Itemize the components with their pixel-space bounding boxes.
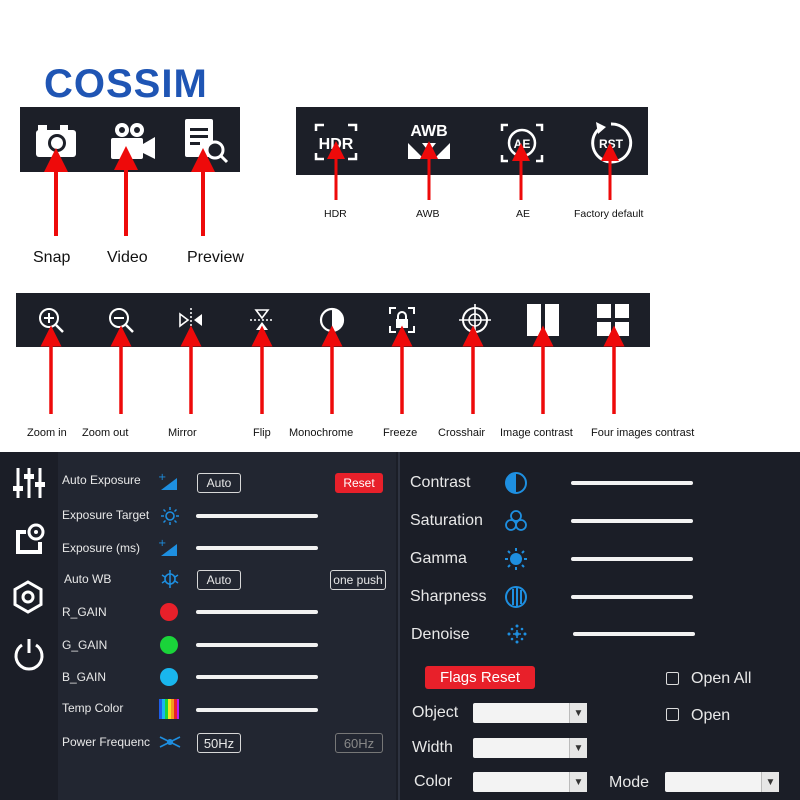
- label-zoom-out: Zoom out: [82, 427, 129, 439]
- annotation-arrows: [40, 141, 625, 414]
- contrast-icon: [504, 471, 528, 500]
- r-gain-label: R_GAIN: [62, 605, 107, 619]
- label-flip: Flip: [253, 427, 271, 439]
- label-hdr: HDR: [324, 208, 347, 220]
- saturation-slider[interactable]: [571, 519, 693, 523]
- label-video: Video: [107, 249, 148, 266]
- saturation-icon: [504, 509, 528, 538]
- sharpness-slider[interactable]: [571, 595, 693, 599]
- svg-text:+: +: [158, 472, 166, 483]
- open-all-label: Open All: [691, 670, 752, 687]
- mode-label: Mode: [609, 774, 650, 791]
- svg-text:+: +: [158, 538, 166, 549]
- b-gain-label: B_GAIN: [62, 670, 107, 684]
- camera-settings-pane: Auto Exposure + Auto Reset Exposure Targ…: [58, 452, 396, 800]
- label-mirror: Mirror: [168, 427, 197, 439]
- exposure-ms-label: Exposure (ms): [62, 541, 141, 555]
- width-select[interactable]: ▼: [473, 738, 587, 758]
- one-push-button[interactable]: one push: [330, 570, 386, 590]
- saturation-label: Saturation: [410, 512, 483, 529]
- label-image-contrast: Image contrast: [500, 427, 573, 439]
- power-icon[interactable]: [12, 638, 46, 677]
- chevron-down-icon: ▼: [569, 772, 587, 792]
- auto-wb-label: Auto WB: [64, 572, 112, 586]
- label-awb: AWB: [416, 208, 440, 220]
- exposure-ms-slider[interactable]: [196, 546, 318, 550]
- temp-color-label: Temp Color: [62, 701, 124, 715]
- color-temperature-icon: [159, 699, 179, 724]
- label-ae: AE: [516, 208, 531, 220]
- freq-50hz-button[interactable]: 50Hz: [197, 733, 241, 753]
- panel-sidebar: [0, 452, 58, 800]
- arrow-group: [40, 141, 625, 414]
- flags-reset-button[interactable]: Flags Reset: [425, 666, 535, 689]
- awb-glyph: AWB: [410, 123, 447, 140]
- label-preview: Preview: [187, 249, 244, 266]
- green-gain-dot: [160, 636, 178, 654]
- auto-exposure-label: Auto Exposure: [62, 473, 141, 487]
- reset-button[interactable]: Reset: [335, 473, 383, 493]
- label-crosshair: Crosshair: [438, 427, 486, 439]
- b-gain-slider[interactable]: [196, 675, 318, 679]
- gamma-slider[interactable]: [571, 557, 693, 561]
- image-adjust-pane: Contrast Saturation Gamma Sharpness Deno…: [400, 452, 800, 800]
- auto-exposure-mode[interactable]: Auto: [197, 473, 241, 493]
- denoise-icon: [506, 623, 528, 650]
- freq-60hz-button[interactable]: 60Hz: [335, 733, 383, 753]
- sharpness-label: Sharpness: [410, 588, 487, 605]
- exposure-time-icon: +: [158, 538, 178, 563]
- label-monochrome: Monochrome: [289, 427, 354, 439]
- camera-settings-icon[interactable]: [12, 522, 46, 561]
- label-zoom-in: Zoom in: [27, 427, 67, 439]
- label-snap: Snap: [33, 249, 71, 266]
- power-frequency-icon: [159, 732, 181, 757]
- sliders-icon[interactable]: [12, 466, 46, 505]
- exposure-icon: +: [158, 472, 178, 497]
- open-label: Open: [691, 707, 731, 724]
- denoise-slider[interactable]: [573, 632, 695, 636]
- object-label: Object: [412, 704, 459, 721]
- image-toolbar: HDR AWB AE RST: [296, 107, 648, 175]
- gamma-label: Gamma: [410, 550, 467, 567]
- mode-select[interactable]: ▼: [665, 772, 779, 792]
- exposure-target-slider[interactable]: [196, 514, 318, 518]
- contrast-slider[interactable]: [571, 481, 693, 485]
- r-gain-slider[interactable]: [196, 610, 318, 614]
- gamma-icon: [504, 547, 528, 576]
- blue-gain-dot: [160, 668, 178, 686]
- chevron-down-icon: ▼: [569, 738, 587, 758]
- red-gain-dot: [160, 603, 178, 621]
- freeze-icon[interactable]: [387, 305, 417, 335]
- color-label: Color: [414, 773, 453, 790]
- white-balance-icon: [160, 569, 180, 594]
- chevron-down-icon: ▼: [761, 772, 779, 792]
- brightness-icon: [160, 506, 180, 531]
- open-all-checkbox[interactable]: [666, 672, 679, 685]
- open-checkbox[interactable]: [666, 708, 679, 721]
- color-select[interactable]: ▼: [473, 772, 587, 792]
- chevron-down-icon: ▼: [569, 703, 587, 723]
- denoise-label: Denoise: [411, 626, 470, 643]
- contrast-label: Contrast: [410, 474, 471, 491]
- auto-wb-mode[interactable]: Auto: [197, 570, 241, 590]
- temp-color-slider[interactable]: [196, 708, 318, 712]
- cossim-logo: COSSIM: [44, 62, 208, 106]
- pane-divider: [398, 452, 400, 800]
- object-select[interactable]: ▼: [473, 703, 587, 723]
- g-gain-label: G_GAIN: [62, 638, 108, 652]
- label-four-images-contrast: Four images contrast: [591, 427, 695, 439]
- exposure-target-label: Exposure Target: [62, 508, 150, 522]
- label-factory-default: Factory default: [574, 208, 644, 220]
- power-frequency-label: Power Frequenc: [62, 735, 151, 749]
- g-gain-slider[interactable]: [196, 643, 318, 647]
- control-panel: Auto Exposure + Auto Reset Exposure Targ…: [0, 452, 800, 800]
- label-freeze: Freeze: [383, 427, 418, 439]
- width-label: Width: [412, 739, 453, 756]
- sharpness-icon: [504, 585, 528, 614]
- hexagon-settings-icon[interactable]: [12, 580, 44, 619]
